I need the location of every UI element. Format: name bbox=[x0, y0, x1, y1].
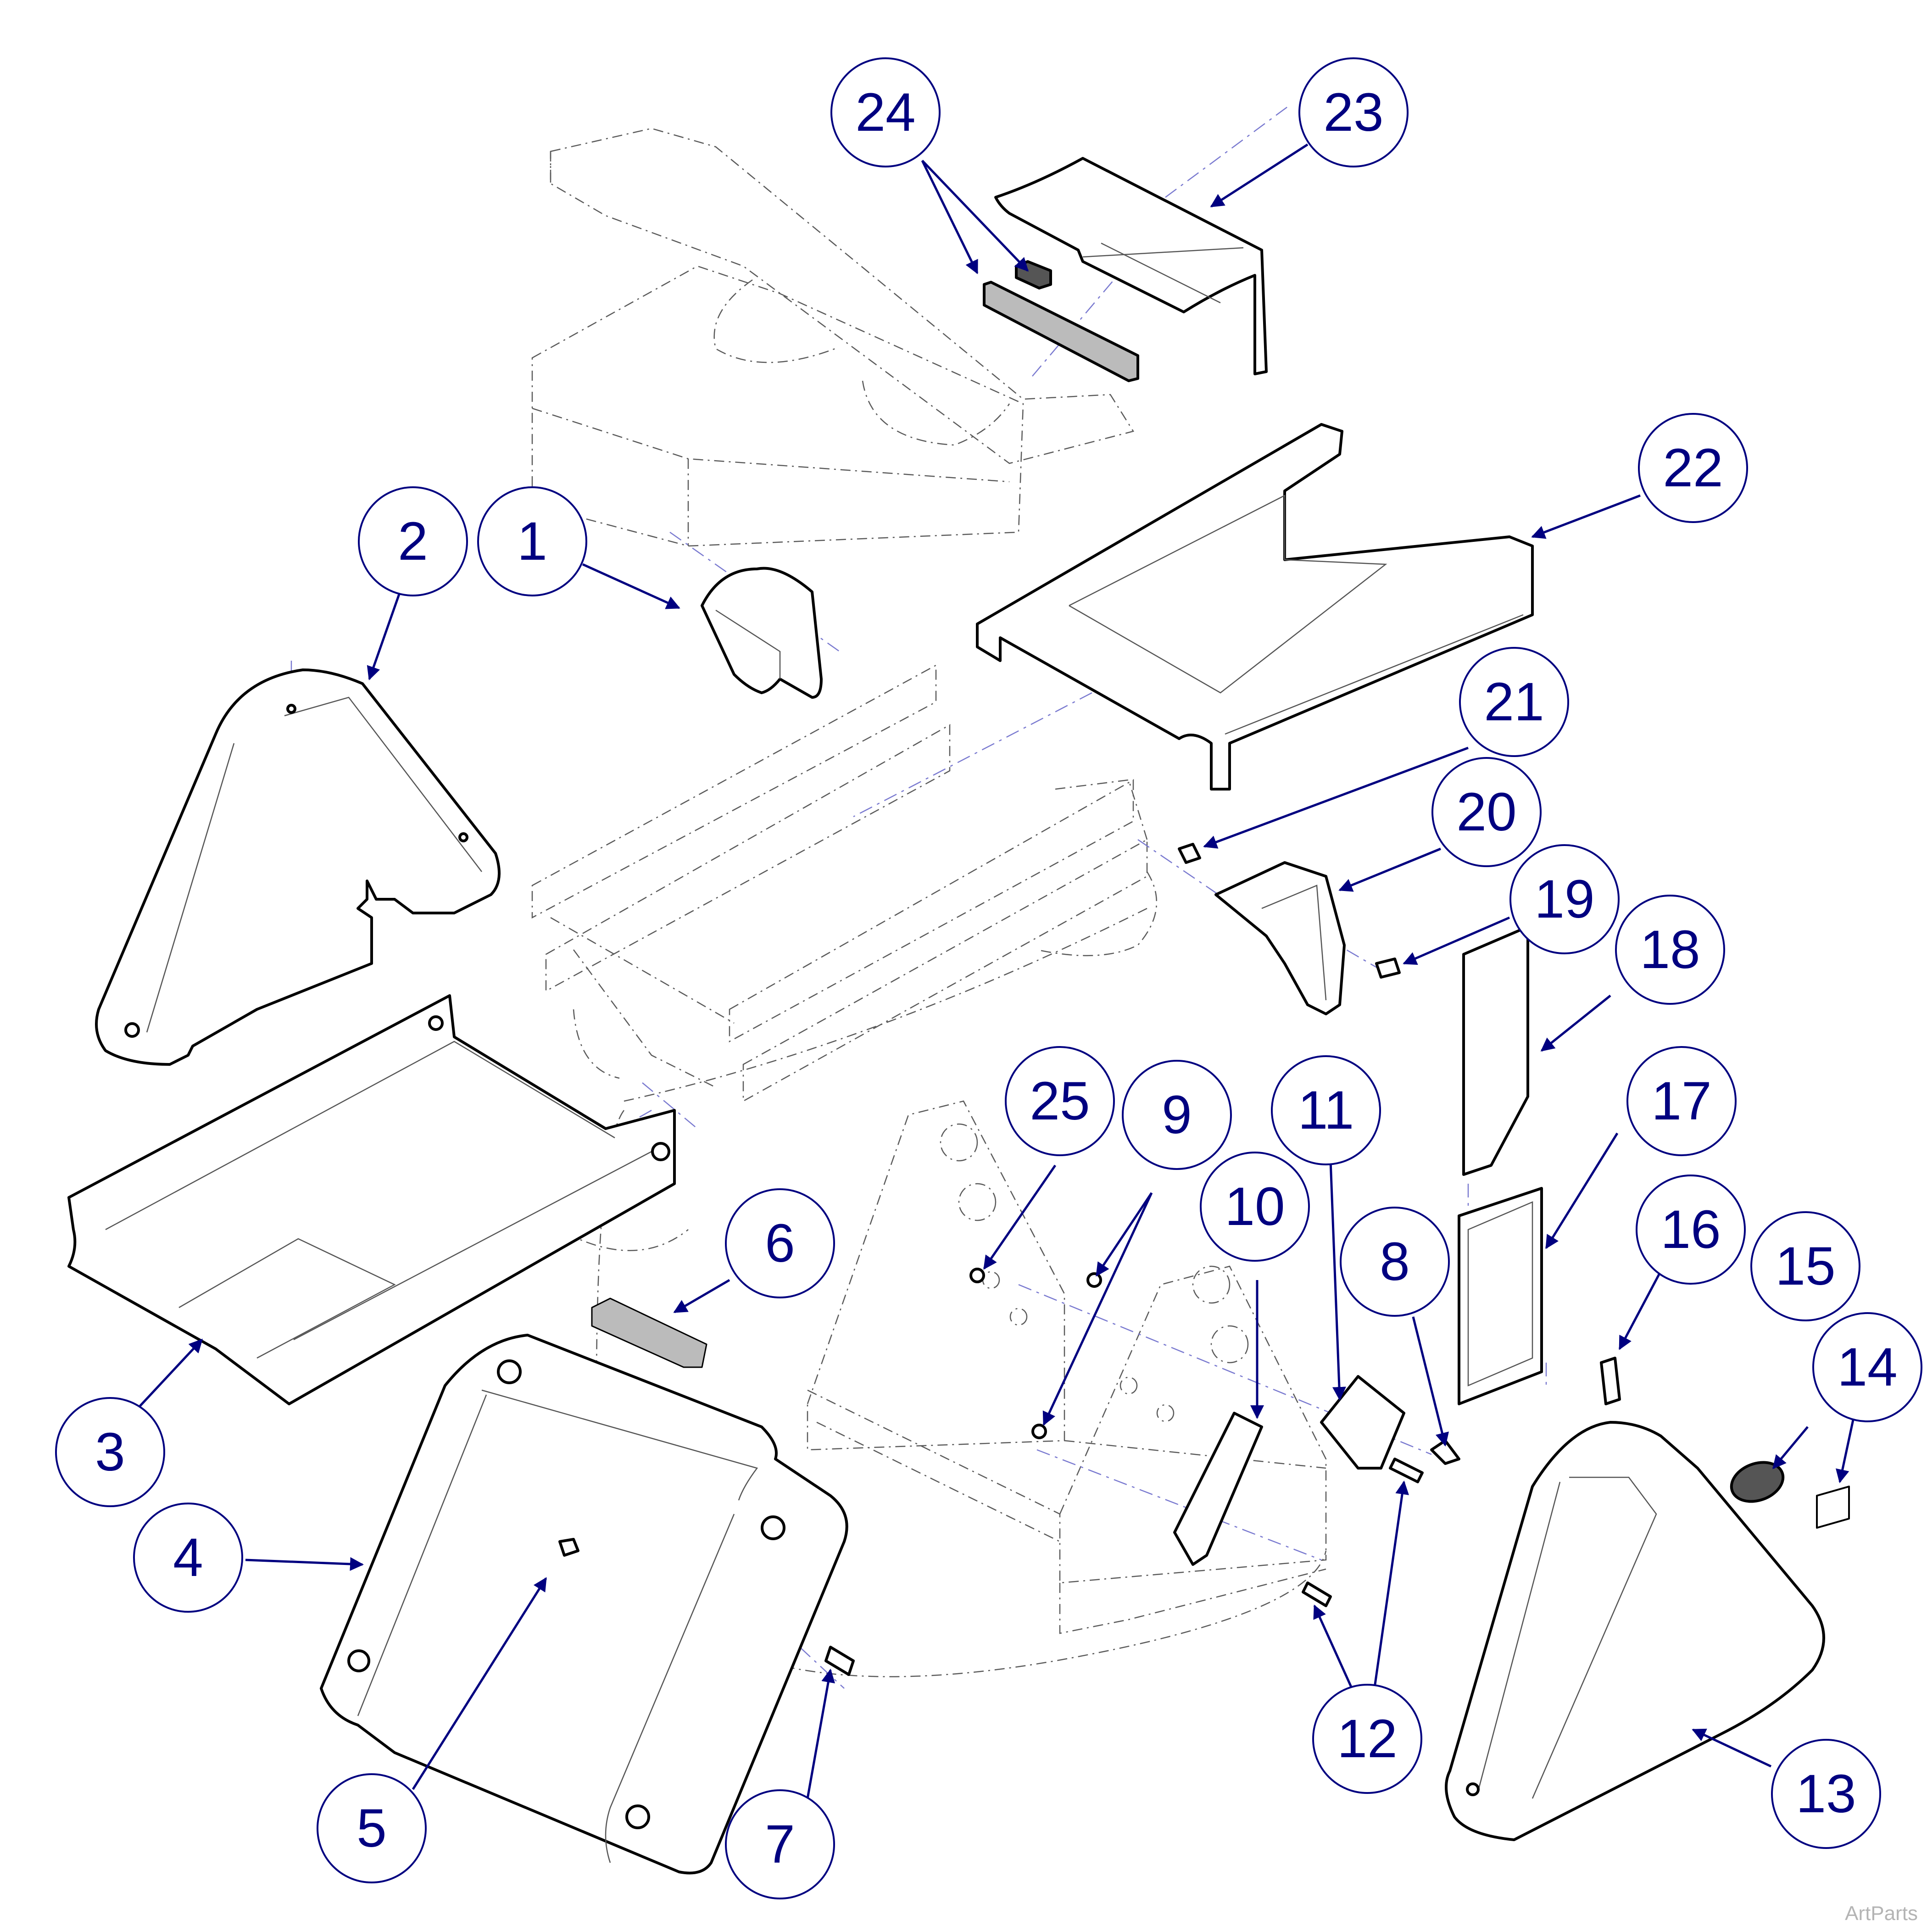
callout-9: 9 bbox=[1122, 1060, 1232, 1170]
callout-4: 4 bbox=[133, 1503, 243, 1613]
svg-text:22: 22 bbox=[1663, 438, 1723, 498]
callout-21: 21 bbox=[1459, 647, 1569, 757]
svg-text:14: 14 bbox=[1837, 1337, 1897, 1397]
part-2-side-cover bbox=[95, 668, 501, 1066]
part-9-nut-lower bbox=[1031, 1424, 1047, 1439]
part-22-tray bbox=[976, 423, 1534, 791]
svg-text:19: 19 bbox=[1534, 869, 1594, 930]
callout-1: 1 bbox=[477, 486, 587, 596]
part-25-nut bbox=[969, 1268, 985, 1283]
part-24-strip bbox=[983, 260, 1139, 382]
callout-7: 7 bbox=[725, 1789, 835, 1899]
part-17-decal bbox=[1458, 1187, 1543, 1405]
callout-20: 20 bbox=[1431, 757, 1542, 867]
callout-11: 11 bbox=[1271, 1055, 1381, 1165]
part-11-plate bbox=[1320, 1375, 1405, 1470]
svg-text:13: 13 bbox=[1796, 1764, 1856, 1824]
svg-text:20: 20 bbox=[1456, 782, 1516, 842]
callout-18: 18 bbox=[1615, 895, 1725, 1005]
svg-text:2: 2 bbox=[398, 511, 428, 572]
svg-text:17: 17 bbox=[1651, 1071, 1711, 1131]
callout-19: 19 bbox=[1509, 844, 1620, 954]
svg-text:5: 5 bbox=[356, 1798, 387, 1859]
part-15-badge bbox=[1730, 1461, 1785, 1503]
svg-text:9: 9 bbox=[1162, 1085, 1192, 1145]
callout-15: 15 bbox=[1750, 1211, 1860, 1321]
callout-22: 22 bbox=[1638, 413, 1748, 523]
part-3-base-tray bbox=[67, 994, 676, 1405]
svg-text:24: 24 bbox=[855, 82, 915, 143]
part-13-side-cover bbox=[1445, 1421, 1825, 1841]
part-18-decal bbox=[1462, 925, 1529, 1176]
callout-23: 23 bbox=[1298, 57, 1409, 167]
svg-text:21: 21 bbox=[1484, 672, 1544, 732]
part-9-nut-upper bbox=[1086, 1272, 1102, 1288]
svg-text:11: 11 bbox=[1298, 1080, 1354, 1141]
callout-12: 12 bbox=[1312, 1684, 1422, 1794]
callout-5: 5 bbox=[317, 1773, 427, 1883]
callout-16: 16 bbox=[1636, 1175, 1746, 1285]
callout-10: 10 bbox=[1200, 1152, 1310, 1262]
callout-6: 6 bbox=[725, 1188, 835, 1298]
part-19-screw bbox=[1375, 958, 1401, 979]
callout-3: 3 bbox=[55, 1397, 165, 1507]
svg-text:16: 16 bbox=[1660, 1199, 1721, 1260]
part-7-screw bbox=[824, 1646, 855, 1676]
callout-13: 13 bbox=[1771, 1739, 1881, 1849]
part-4-front-cover bbox=[320, 1334, 848, 1875]
svg-text:6: 6 bbox=[765, 1213, 795, 1274]
svg-text:4: 4 bbox=[173, 1527, 203, 1588]
callout-14: 14 bbox=[1812, 1312, 1922, 1422]
svg-text:15: 15 bbox=[1775, 1236, 1835, 1297]
phantom-upper-frame bbox=[531, 128, 1134, 547]
svg-text:7: 7 bbox=[765, 1814, 795, 1875]
svg-text:23: 23 bbox=[1323, 82, 1383, 143]
svg-text:12: 12 bbox=[1337, 1709, 1397, 1769]
callout-25: 25 bbox=[1005, 1046, 1115, 1156]
part-10-strip bbox=[1173, 1412, 1263, 1566]
part-6-label bbox=[591, 1297, 707, 1368]
callout-2: 2 bbox=[358, 486, 468, 596]
part-20-bracket bbox=[1214, 861, 1346, 1015]
leader-lines bbox=[137, 143, 1855, 1799]
callout-24: 24 bbox=[830, 57, 941, 167]
svg-text:3: 3 bbox=[95, 1422, 125, 1482]
callout-17: 17 bbox=[1626, 1046, 1737, 1156]
part-1-bracket bbox=[701, 567, 823, 699]
svg-text:1: 1 bbox=[517, 511, 547, 572]
svg-text:8: 8 bbox=[1380, 1231, 1410, 1292]
part-23-cover bbox=[994, 157, 1268, 375]
part-12-screw-upper bbox=[1389, 1458, 1424, 1483]
part-14-square bbox=[1816, 1486, 1850, 1529]
svg-text:10: 10 bbox=[1225, 1176, 1285, 1237]
svg-text:25: 25 bbox=[1030, 1071, 1090, 1131]
callout-8: 8 bbox=[1340, 1207, 1450, 1317]
part-16-screw bbox=[1600, 1357, 1621, 1405]
part-21-spacer bbox=[1178, 843, 1201, 864]
svg-text:18: 18 bbox=[1640, 919, 1700, 980]
artparts-watermark: ArtParts bbox=[1845, 1902, 1918, 1925]
part-12-screw-lower bbox=[1302, 1581, 1332, 1607]
